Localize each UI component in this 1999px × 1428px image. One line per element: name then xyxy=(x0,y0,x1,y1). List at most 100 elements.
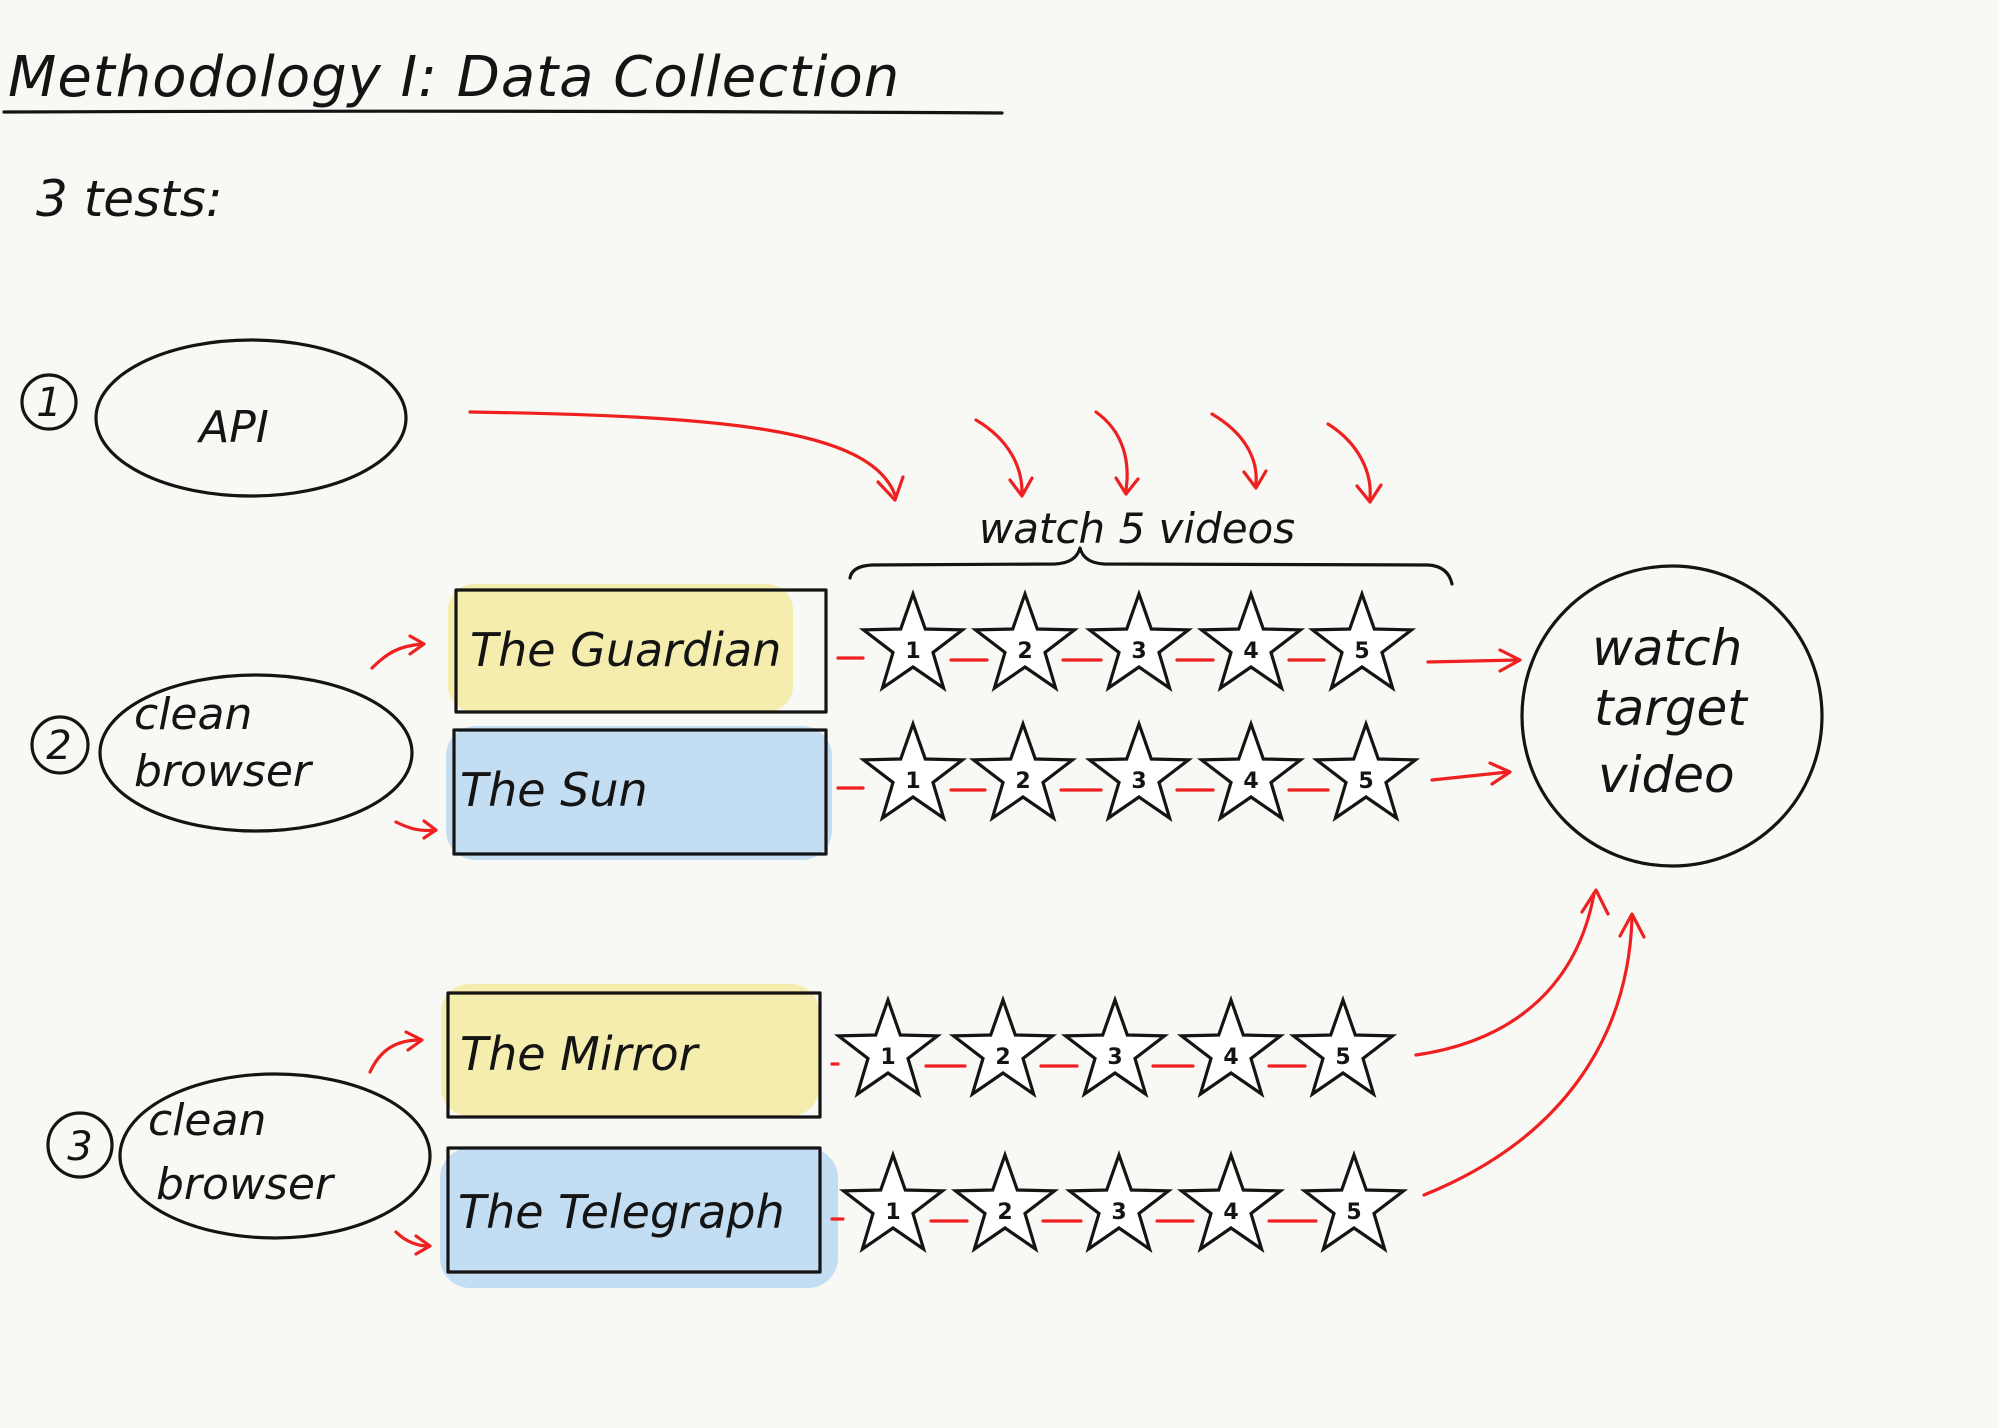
video-star-icon xyxy=(1064,1150,1174,1253)
video-number: 2 xyxy=(997,1200,1012,1225)
video-number: 1 xyxy=(905,639,920,664)
arrow-to-sun xyxy=(394,820,436,833)
test-number-1: 1 xyxy=(36,380,61,426)
brace-label: watch 5 videos xyxy=(979,504,1295,553)
arrowhead xyxy=(414,1234,432,1256)
outlet-name: The Guardian xyxy=(470,623,781,677)
video-star-icon xyxy=(1311,719,1421,822)
browser-arrows xyxy=(368,634,438,1256)
video-number: 1 xyxy=(885,1200,900,1225)
clean-browser-label-2b: browser xyxy=(134,746,314,797)
telegraph-highlight xyxy=(440,1148,838,1288)
target-arrows xyxy=(1414,648,1646,1197)
target-video-circle xyxy=(1520,564,1824,868)
video-number: 5 xyxy=(1358,769,1373,794)
test-number-3: 3 xyxy=(67,1124,92,1170)
video-number: 2 xyxy=(1017,639,1032,664)
test-1: 1 API xyxy=(20,338,408,498)
video-number: 3 xyxy=(1107,1045,1122,1070)
video-star-icon xyxy=(950,1150,1060,1253)
test-number-circle-2 xyxy=(30,715,90,775)
arrowhead xyxy=(1580,888,1610,916)
mirror-highlight xyxy=(441,984,819,1116)
video-number: 3 xyxy=(1111,1200,1126,1225)
arrowhead xyxy=(1114,476,1140,496)
target-label-1: watch xyxy=(1592,619,1742,677)
video-number: 3 xyxy=(1131,639,1146,664)
video-number: 5 xyxy=(1354,639,1369,664)
video-star-icon xyxy=(1196,719,1306,822)
video-star-icon xyxy=(968,719,1078,822)
video-number: 2 xyxy=(995,1045,1010,1070)
subtitle: 3 tests: xyxy=(36,170,223,228)
arrow-video-2 xyxy=(974,418,1024,494)
video-number: 2 xyxy=(1015,769,1030,794)
clean-browser-ellipse-2 xyxy=(98,673,414,833)
video-star-icon xyxy=(838,1150,948,1253)
video-star-icon xyxy=(948,995,1058,1098)
outlet-name: The Mirror xyxy=(460,1027,701,1081)
curly-brace xyxy=(848,546,1454,586)
arrow-to-guardian xyxy=(370,642,424,670)
api-ellipse xyxy=(94,338,408,498)
arrowhead xyxy=(1618,912,1646,939)
video-number: 5 xyxy=(1335,1045,1350,1070)
test-2: 2 clean browser xyxy=(30,673,414,833)
star-row-mirror: 1 2 3 4 5 xyxy=(830,995,1398,1098)
video-star-icon xyxy=(1288,995,1398,1098)
outlet-guardian: The Guardian xyxy=(454,588,828,714)
clean-browser-label-3b: browser xyxy=(156,1159,336,1210)
star-row-sun: 1 2 3 4 5 xyxy=(836,719,1421,822)
target-video: watch target video xyxy=(1520,564,1824,868)
video-star-icon xyxy=(858,719,968,822)
video-star-icon xyxy=(858,589,968,692)
video-number: 5 xyxy=(1346,1200,1361,1225)
video-star-icon xyxy=(1060,995,1170,1098)
arrowhead xyxy=(1488,761,1512,786)
video-star-icon xyxy=(1084,589,1194,692)
sun-highlight xyxy=(446,726,832,860)
clean-browser-label-2a: clean xyxy=(134,689,252,740)
outlet-name: The Sun xyxy=(460,763,648,817)
test-3: 3 clean browser xyxy=(46,1072,432,1240)
video-star-icon xyxy=(970,589,1080,692)
video-star-icon xyxy=(1307,589,1417,692)
title-underline xyxy=(2,109,1004,115)
video-number: 4 xyxy=(1223,1045,1238,1070)
video-star-icon xyxy=(1176,1150,1286,1253)
video-number: 3 xyxy=(1131,769,1146,794)
api-arrows xyxy=(468,410,1383,504)
arrowhead xyxy=(1355,483,1383,504)
arrowhead xyxy=(1498,648,1522,673)
arrow-to-telegraph xyxy=(394,1230,430,1248)
video-number: 4 xyxy=(1243,769,1258,794)
api-label: API xyxy=(196,402,269,453)
arrow-row2-to-target xyxy=(1430,770,1510,782)
video-number: 1 xyxy=(905,769,920,794)
arrowhead xyxy=(876,475,905,502)
arrow-video-4 xyxy=(1210,412,1258,486)
arrow-api-to-videos xyxy=(468,410,897,497)
test-number-circle-1 xyxy=(20,373,78,431)
arrowhead xyxy=(404,1030,424,1052)
arrow-to-mirror xyxy=(368,1038,422,1074)
test-number-circle-3 xyxy=(46,1111,114,1179)
arrow-video-3 xyxy=(1094,410,1129,492)
outlet-name: The Telegraph xyxy=(458,1185,785,1239)
outlet-box xyxy=(454,588,828,714)
target-label-3: video xyxy=(1598,746,1735,804)
highlight-layer xyxy=(440,584,838,1288)
arrow-row4-to-target xyxy=(1422,916,1634,1197)
arrow-row3-to-target xyxy=(1414,892,1596,1057)
arrowhead xyxy=(422,819,438,840)
target-label-2: target xyxy=(1594,679,1749,737)
clean-browser-ellipse-3 xyxy=(118,1072,432,1240)
arrow-video-5 xyxy=(1326,422,1372,500)
outlet-sun: The Sun xyxy=(452,728,828,856)
outlet-telegraph: The Telegraph xyxy=(446,1146,822,1274)
outlet-box xyxy=(446,991,822,1119)
video-number: 1 xyxy=(880,1045,895,1070)
video-star-icon xyxy=(1084,719,1194,822)
